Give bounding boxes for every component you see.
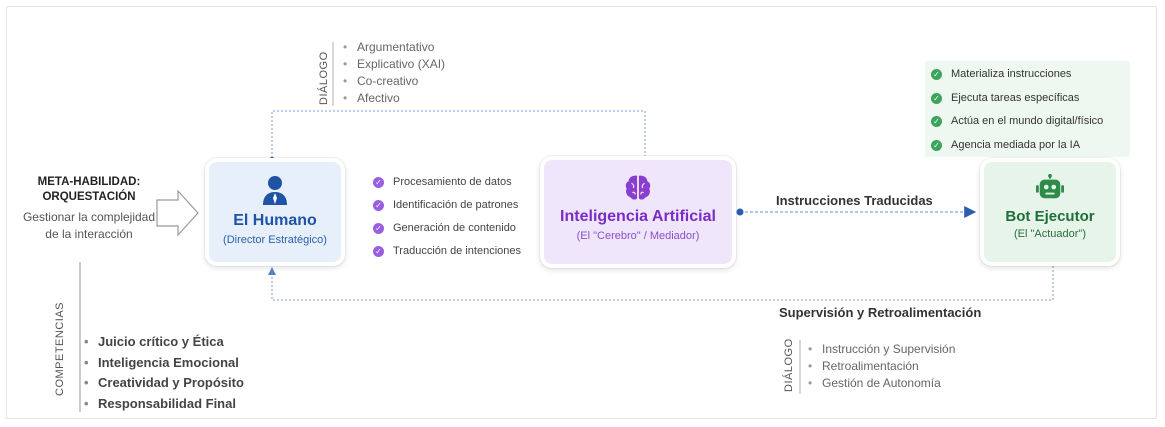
dialog-top-item: Explicativo (XAI) bbox=[339, 56, 445, 73]
competency-item: Responsabilidad Final bbox=[80, 394, 244, 415]
dialog-top-item: Argumentativo bbox=[339, 39, 445, 56]
diagram-frame bbox=[6, 6, 1157, 419]
check-icon: ✓ bbox=[931, 139, 942, 151]
bot-features-list: ✓ Materializa instrucciones ✓ Ejecuta tare… bbox=[931, 63, 1103, 157]
dialog-bottom-item: Gestión de Autonomía bbox=[804, 375, 955, 392]
robot-icon bbox=[1036, 174, 1064, 199]
ai-subtitle: (El "Cerebro" / Mediador) bbox=[576, 230, 700, 242]
dialog-top-item: Afectivo bbox=[339, 90, 445, 107]
competency-item: Creatividad y Propósito bbox=[80, 373, 244, 394]
dialog-bottom-list: Instrucción y Supervisión Retroalimentac… bbox=[804, 341, 955, 392]
competency-item: Inteligencia Emocional bbox=[80, 353, 244, 374]
ai-capability-item: ✓ Generación de contenido bbox=[373, 217, 521, 240]
ai-capability-item: ✓ Procesamiento de datos bbox=[373, 171, 521, 194]
ai-card: Inteligencia Artificial (El "Cerebro" / … bbox=[540, 156, 736, 268]
dialog-bottom-item: Instrucción y Supervisión bbox=[804, 341, 955, 358]
meta-title-line2: ORQUESTACIÓN bbox=[42, 191, 136, 203]
feedback-connector bbox=[268, 262, 1054, 301]
bot-feature-item: ✓ Materializa instrucciones bbox=[931, 63, 1103, 87]
bot-feature-text: Actúa en el mundo digital/físico bbox=[951, 115, 1104, 127]
ai-capability-text: Generación de contenido bbox=[393, 222, 516, 234]
bot-title: Bot Ejecutor bbox=[1005, 208, 1095, 225]
bot-feature-text: Materializa instrucciones bbox=[951, 68, 1072, 80]
check-icon: ✓ bbox=[373, 246, 384, 257]
human-card: El Humano (Director Estratégico) bbox=[205, 158, 345, 266]
meta-skill-title: META-HABILIDAD: ORQUESTACIÓN bbox=[18, 175, 160, 205]
bot-features-panel bbox=[925, 61, 1130, 157]
check-icon: ✓ bbox=[931, 69, 942, 80]
bot-subtitle: (El "Actuador") bbox=[1014, 228, 1086, 240]
meta-skill-description: Gestionar la complejidad de la interacci… bbox=[22, 210, 156, 241]
dialog-top-list: Argumentativo Explicativo (XAI) Co-creat… bbox=[339, 39, 445, 107]
bot-feature-text: Agencia mediada por la IA bbox=[951, 138, 1081, 151]
meta-arrow bbox=[156, 189, 199, 237]
translated-instructions-label: Instrucciones Traducidas bbox=[776, 193, 933, 208]
dialog-bottom-label: DIÁLOGO bbox=[783, 338, 795, 392]
bot-card: Bot Ejecutor (El "Actuador") bbox=[980, 158, 1120, 266]
bot-feature-text: Ejecuta tareas específicas bbox=[951, 91, 1080, 104]
brain-icon bbox=[625, 175, 651, 200]
human-subtitle: (Director Estratégico) bbox=[223, 234, 327, 246]
ai-capability-text: Procesamiento de datos bbox=[393, 176, 512, 188]
ai-capability-text: Traducción de intenciones bbox=[393, 245, 522, 257]
ai-capabilities-list: ✓ Procesamiento de datos ✓ Identificación … bbox=[373, 171, 521, 263]
ai-capability-item: ✓ Traducción de intenciones bbox=[373, 240, 521, 263]
ai-title: Inteligencia Artificial bbox=[560, 208, 716, 225]
dialog-top-label: DIÁLOGO bbox=[318, 51, 330, 105]
check-icon: ✓ bbox=[373, 200, 384, 211]
person-icon bbox=[263, 176, 287, 205]
check-icon: ✓ bbox=[373, 177, 384, 188]
competencies-label: COMPETENCIAS bbox=[54, 301, 66, 396]
dialog-top-item: Co-creativo bbox=[339, 73, 445, 90]
human-title: El Humano bbox=[233, 212, 317, 229]
bot-feature-item: ✓ Agencia mediada por la IA bbox=[931, 134, 1103, 158]
translated-start-dot bbox=[736, 208, 744, 216]
ai-capability-text: Identificación de patrones bbox=[393, 199, 519, 211]
competency-item: Juicio crítico y Ética bbox=[80, 332, 244, 353]
dialog-bottom-item: Retroalimentación bbox=[804, 358, 955, 375]
feedback-label: Supervisión y Retroalimentación bbox=[779, 305, 982, 320]
competencies-list: Juicio crítico y Ética Inteligencia Emoc… bbox=[80, 332, 244, 414]
ai-capability-item: ✓ Identificación de patrones bbox=[373, 194, 521, 217]
dialog-connector-top bbox=[271, 110, 649, 167]
check-icon: ✓ bbox=[373, 223, 384, 234]
meta-title-line1: META-HABILIDAD: bbox=[37, 176, 141, 188]
bot-feature-item: ✓ Actúa en el mundo digital/físico bbox=[931, 110, 1103, 134]
check-icon: ✓ bbox=[931, 92, 942, 104]
bot-feature-item: ✓ Ejecuta tareas específicas bbox=[931, 87, 1103, 111]
check-icon: ✓ bbox=[931, 116, 942, 127]
